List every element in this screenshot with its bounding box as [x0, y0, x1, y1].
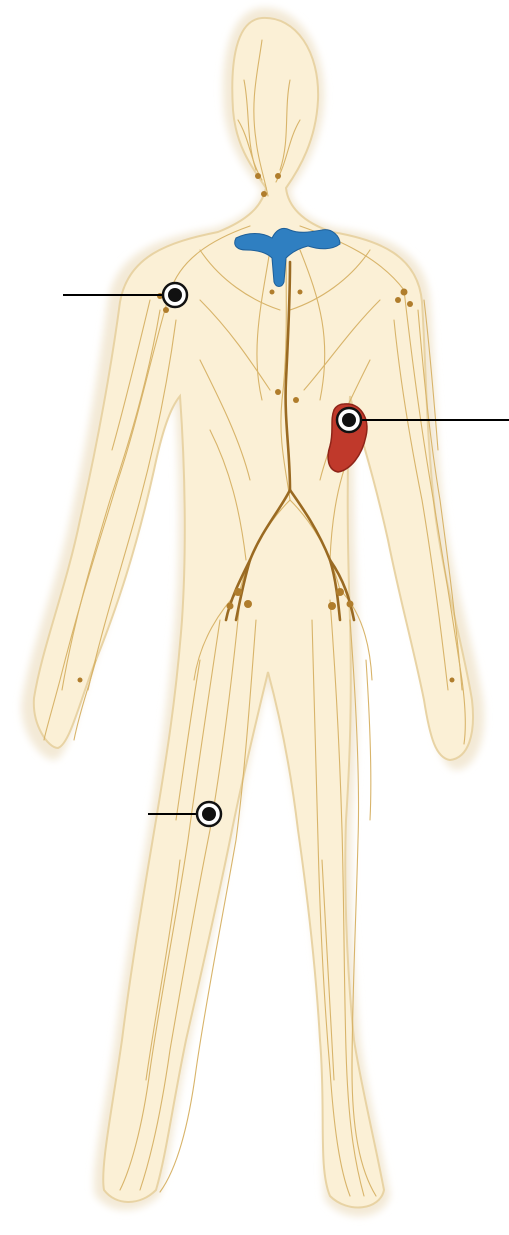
axillary-lymph-node-marker[interactable]: [163, 283, 187, 307]
body-silhouette: [34, 18, 473, 1208]
spleen-marker[interactable]: [337, 408, 361, 432]
lower-limb-node-marker[interactable]: [197, 802, 221, 826]
